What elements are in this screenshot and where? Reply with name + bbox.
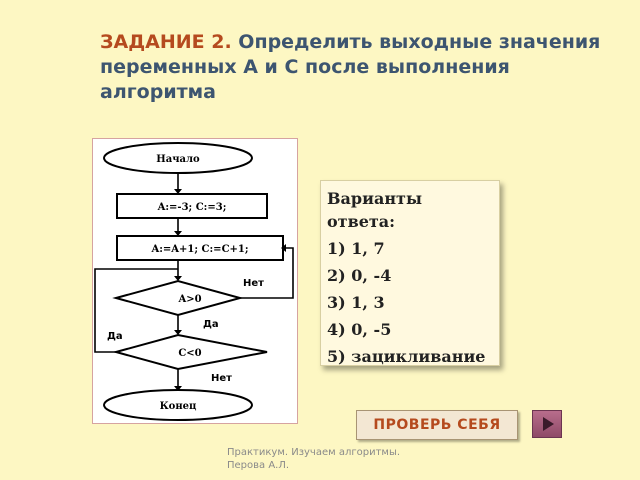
arrow-loop-cond1-no	[281, 244, 286, 252]
footer: Практикум. Изучаем алгоритмы. Перова А.Л…	[227, 446, 447, 472]
answer-option: 5) зацикливание	[327, 347, 486, 366]
next-slide-button[interactable]	[532, 410, 562, 438]
arrow-cond1-cond2	[174, 330, 182, 335]
footer-line1: Практикум. Изучаем алгоритмы.	[227, 447, 401, 458]
flowchart-diagram: Начало A:=-3; C:=3; A:=A+1; C:=C+1; A>0 …	[94, 142, 294, 421]
answer-option: 1) 1, 7	[327, 239, 385, 258]
answer-option: 4) 0, -5	[327, 320, 392, 339]
end-terminator	[103, 389, 253, 421]
cond2-decision	[112, 333, 268, 371]
answer-option: 3) 1, 3	[327, 293, 385, 312]
answer-heading-line2: ответа:	[327, 212, 396, 231]
cond1-yes-label: Да	[203, 319, 219, 330]
flowchart: Начало A:=-3; C:=3; A:=A+1; C:=C+1; A>0 …	[92, 138, 298, 424]
init-process	[116, 193, 268, 219]
arrow-start-init	[174, 189, 182, 194]
cond2-label: C<0	[178, 348, 201, 359]
answer-options-list: 1) 1, 7 2) 0, -4 3) 1, 3 4) 0, -5 5) зац…	[327, 235, 493, 370]
arrow-cond2-end	[174, 386, 182, 391]
update-process	[116, 235, 284, 261]
init-label: A:=-3; C:=3;	[157, 202, 227, 213]
answer-options-box: Варианты ответа: 1) 1, 7 2) 0, -4 3) 1, …	[320, 180, 500, 366]
cond2-yes-label: Да	[107, 331, 123, 342]
task-text: Определить выходные значения переменных …	[100, 31, 601, 103]
end-label: Конец	[160, 401, 197, 412]
answer-heading-line1: Варианты	[327, 189, 422, 208]
update-label: A:=A+1; C:=C+1;	[150, 244, 248, 255]
cond1-no-label: Нет	[243, 278, 264, 289]
play-icon	[543, 417, 554, 431]
cond1-label: A>0	[177, 294, 201, 305]
check-yourself-button[interactable]: ПРОВЕРЬ СЕБЯ	[356, 410, 518, 440]
loop-cond1-no	[240, 247, 294, 299]
footer-author: Перова А.Л.	[227, 460, 290, 471]
task-number: ЗАДАНИЕ 2.	[100, 31, 232, 53]
cond2-no-label: Нет	[211, 373, 232, 384]
arrow-update-cond1	[174, 276, 182, 281]
loop-cond2-yes	[94, 268, 178, 353]
start-label: Начало	[156, 154, 200, 165]
task-title: ЗАДАНИЕ 2. Определить выходные значения …	[100, 30, 620, 105]
answer-option: 2) 0, -4	[327, 266, 392, 285]
arrow-init-update	[174, 231, 182, 236]
